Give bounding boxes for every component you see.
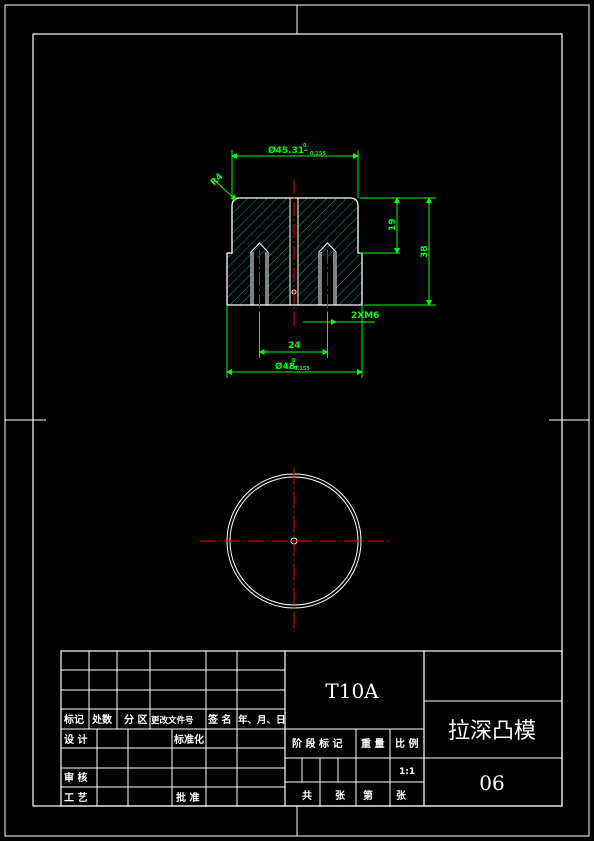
col-mark: 标记	[63, 713, 84, 726]
row-approve: 批 准	[176, 791, 199, 804]
dim-base-width: Ø48-	[275, 361, 299, 372]
outer-frame	[4, 4, 590, 837]
drawing-number: 06	[479, 771, 504, 795]
tapped-hole-left	[250, 242, 269, 305]
dim-height-38: 38	[420, 245, 430, 258]
dimensions	[211, 150, 436, 378]
tapped-hole-right	[318, 242, 337, 305]
row-design: 设 计	[64, 733, 87, 746]
sheet-no-unit: 张	[396, 789, 407, 802]
dim-top-width-tol-top: 0	[303, 143, 307, 149]
scale-value: 1:1	[399, 767, 415, 777]
section-view	[226, 180, 363, 330]
dim-radius: R4	[209, 172, 225, 188]
col-zone: 分 区	[124, 713, 147, 726]
col-count: 处数	[91, 713, 113, 726]
dim-top-width: Ø45.31-	[268, 145, 308, 156]
title-block	[60, 650, 563, 807]
scale-header: 比 例	[395, 737, 418, 750]
dim-base-width-tol-bottom: 0.155	[294, 366, 310, 372]
top-view	[200, 468, 390, 632]
stage-mark-header: 阶 段 标 记	[292, 737, 342, 750]
weight-header: 重 量	[361, 737, 384, 750]
dimension-labels: Ø45.31- 0 0.155 R4 19 38 2XM6 24 Ø48- 0 …	[209, 143, 430, 372]
centering-marks	[5, 5, 589, 836]
dim-top-width-tol-bottom: 0.155	[310, 151, 326, 157]
part-name: 拉深凸模	[448, 719, 536, 744]
dim-hole-spacing: 24	[288, 341, 301, 351]
title-block-labels: 标记 处数 分 区 更改文件号 签 名 年、月、日 设 计 标准化 审 核 工 …	[63, 713, 418, 804]
dim-holes: 2XM6	[351, 311, 379, 321]
sheet-no-label: 第	[363, 789, 373, 802]
row-review: 审 核	[64, 771, 87, 784]
dim-base-width-tol-top: 0	[292, 358, 296, 364]
col-date: 年、月、日	[238, 714, 286, 726]
sheet-total-unit: 张	[335, 789, 346, 802]
dim-height-19: 19	[388, 218, 398, 231]
section-centerlines	[259, 180, 328, 330]
material: T10A	[325, 679, 379, 703]
col-signature: 签 名	[207, 713, 231, 726]
row-process: 工 艺	[64, 791, 87, 804]
col-change-doc: 更改文件号	[151, 715, 194, 726]
sheet-total-label: 共	[302, 789, 312, 802]
row-standardize: 标准化	[173, 733, 204, 746]
